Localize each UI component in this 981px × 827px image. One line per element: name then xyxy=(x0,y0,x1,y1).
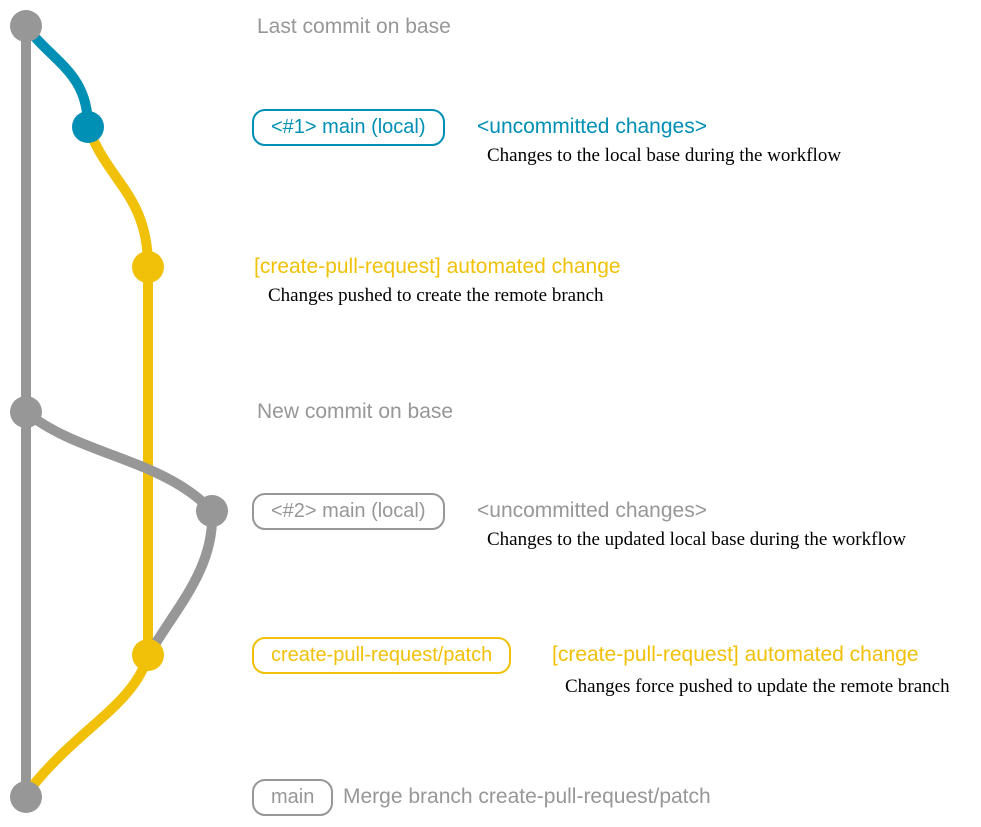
commit-message-merge: Merge branch create-pull-request/patch xyxy=(343,785,711,808)
main-local-2-branch-line xyxy=(22,408,218,654)
commit-dot-uncommitted-1 xyxy=(72,111,104,143)
commit-message-automated-change-1: [create-pull-request] automated change xyxy=(254,255,621,278)
patch-branch-line xyxy=(24,125,153,796)
commit-message-automated-change-2: [create-pull-request] automated change xyxy=(552,643,919,666)
commit-note-automated-change-1: Changes pushed to create the remote bran… xyxy=(268,285,604,306)
main-local-branch-line xyxy=(21,23,93,128)
commit-dot-automated-change-1 xyxy=(132,251,164,283)
commit-dot-last-commit-on-base xyxy=(10,10,42,42)
branch-badge-main-local-2: <#2> main (local) xyxy=(252,493,445,530)
commit-message-uncommitted-1: <uncommitted changes> xyxy=(477,115,707,138)
commit-note-uncommitted-2: Changes to the updated local base during… xyxy=(487,529,906,550)
commit-dot-uncommitted-2 xyxy=(196,495,228,527)
commit-dot-automated-change-2 xyxy=(132,639,164,671)
commit-note-automated-change-2: Changes force pushed to update the remot… xyxy=(565,676,950,697)
branch-badge-main-local-1: <#1> main (local) xyxy=(252,109,445,146)
commit-note-uncommitted-1: Changes to the local base during the wor… xyxy=(487,145,842,166)
branch-badge-create-pull-request-patch: create-pull-request/patch xyxy=(252,637,512,674)
commit-message-new-commit-on-base: New commit on base xyxy=(257,400,454,423)
commit-message-uncommitted-2: <uncommitted changes> xyxy=(477,499,707,522)
commit-message-last-commit-on-base: Last commit on base xyxy=(257,15,451,38)
commit-dot-new-commit-on-base xyxy=(10,396,42,428)
commit-dot-merge xyxy=(10,781,42,813)
git-graph xyxy=(10,10,228,813)
branch-badge-main: main xyxy=(252,779,334,816)
